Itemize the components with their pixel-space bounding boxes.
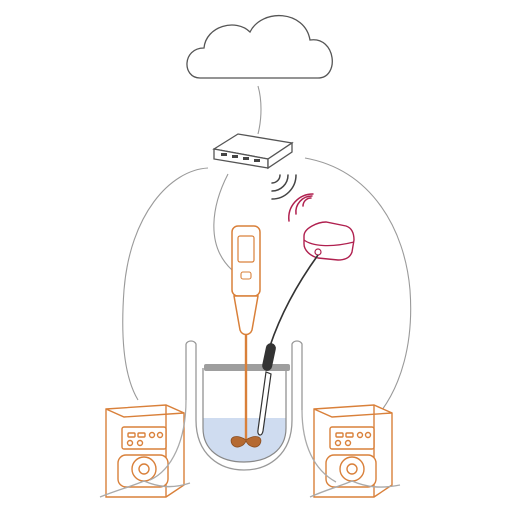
wire-gateway-to-right-pump (304, 157, 412, 411)
right-feed-tube (301, 409, 337, 483)
hub-probe-port (314, 248, 322, 256)
vessel-outer-wall (185, 340, 303, 471)
wire-cloud-to-gateway (257, 85, 262, 135)
gateway-ports (221, 153, 260, 162)
wire-gateway-to-left-pump (122, 167, 209, 401)
peristaltic-pump-right (309, 404, 401, 498)
pump-tubing (99, 480, 191, 498)
probe-cable (269, 254, 319, 347)
overhead-stirrer (230, 225, 262, 448)
gateway-device (212, 133, 294, 170)
vessel-inner-wall (202, 368, 287, 463)
wire-gateway-to-stirrer (213, 173, 233, 271)
stirrer-display (237, 235, 255, 263)
stirrer-impeller (230, 436, 262, 448)
pump-tubing (309, 480, 401, 498)
peristaltic-pump-left (99, 404, 191, 498)
reaction-vessel (185, 340, 303, 471)
wireless-sensor-hub (303, 221, 355, 261)
temperature-probe (257, 343, 276, 436)
stirrer-button (240, 271, 252, 280)
cloud-icon (186, 14, 333, 79)
left-feed-tube (149, 399, 187, 481)
gateway-wifi-icon (271, 174, 297, 200)
connection-wires (122, 85, 412, 411)
hub-wifi-icon (288, 193, 314, 222)
